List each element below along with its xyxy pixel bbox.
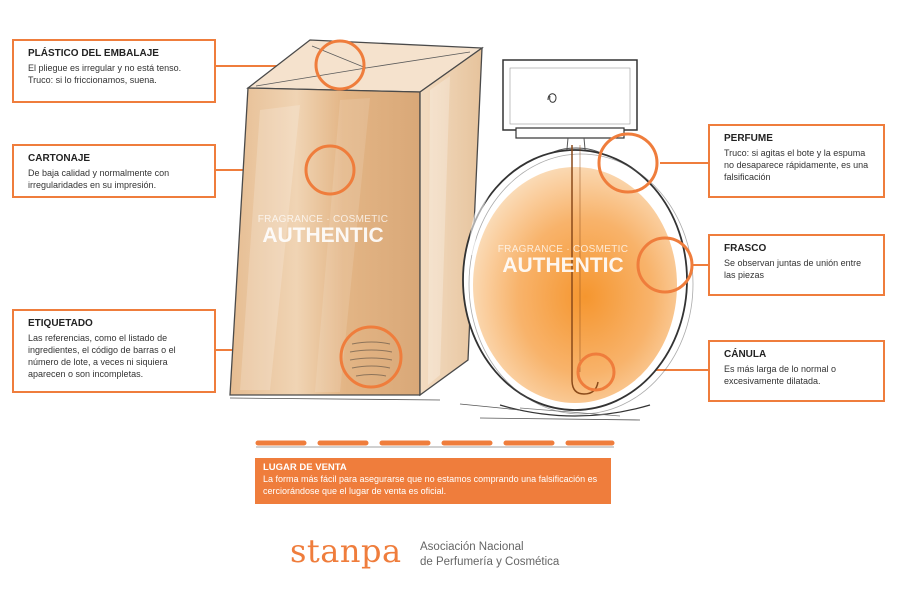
callout-desc: De baja calidad y normalmente con irregu… [28,168,170,190]
callout-plastico: PLÁSTICO DEL EMBALAJE El pliegue es irre… [12,39,216,103]
callout-canula: CÁNULA Es más larga de lo normal o exces… [708,340,885,402]
logo-line-1: Asociación Nacional [420,541,524,553]
bottle-watermark-small: FRAGRANCE · COSMETIC [497,244,629,255]
logo-line-2: de Perfumería y Cosmética [420,556,560,568]
callout-title: CÁNULA [724,349,767,360]
sale-desc: La forma más fácil para asegurarse que n… [263,474,598,496]
callout-title: CARTONAJE [28,153,91,164]
callout-etiquetado: ETIQUETADO Las referencias, como el list… [12,309,216,393]
callout-desc: El pliegue es irregular y no está tenso.… [28,63,182,85]
callout-desc: Es más larga de lo normal o excesivament… [724,364,837,386]
callout-desc: Las referencias, como el listado de ingr… [28,333,176,379]
callout-title: FRASCO [724,243,767,254]
bottle-watermark: FRAGRANCE · COSMETIC AUTHENTIC [478,244,648,277]
sale-title: LUGAR DE VENTA [263,462,347,473]
stanpa-logo: stanpa [290,532,402,570]
bottle-watermark-big: AUTHENTIC [502,254,624,277]
highlight-circles [304,39,694,392]
ground-lines [229,397,641,421]
box-watermark: FRAGRANCE · COSMETIC AUTHENTIC [238,214,408,247]
logo-subtitle: Asociación Nacional de Perfumería y Cosm… [420,540,559,570]
box-watermark-big: AUTHENTIC [262,224,384,247]
callout-desc: Truco: si agitas el bote y la espuma no … [724,148,869,182]
box-watermark-small: FRAGRANCE · COSMETIC [257,214,389,225]
callout-lugar-de-venta: LUGAR DE VENTA La forma más fácil para a… [255,458,611,504]
callout-title: ETIQUETADO [28,318,93,329]
callout-frasco: FRASCO Se observan juntas de unión entre… [708,234,885,296]
callout-cartonaje: CARTONAJE De baja calidad y normalmente … [12,144,216,198]
callout-title: PERFUME [724,133,773,144]
callout-desc: Se observan juntas de unión entre las pi… [724,258,862,280]
callout-perfume: PERFUME Truco: si agitas el bote y la es… [708,124,885,198]
box-illustration [229,39,484,397]
callout-title: PLÁSTICO DEL EMBALAJE [28,48,159,59]
